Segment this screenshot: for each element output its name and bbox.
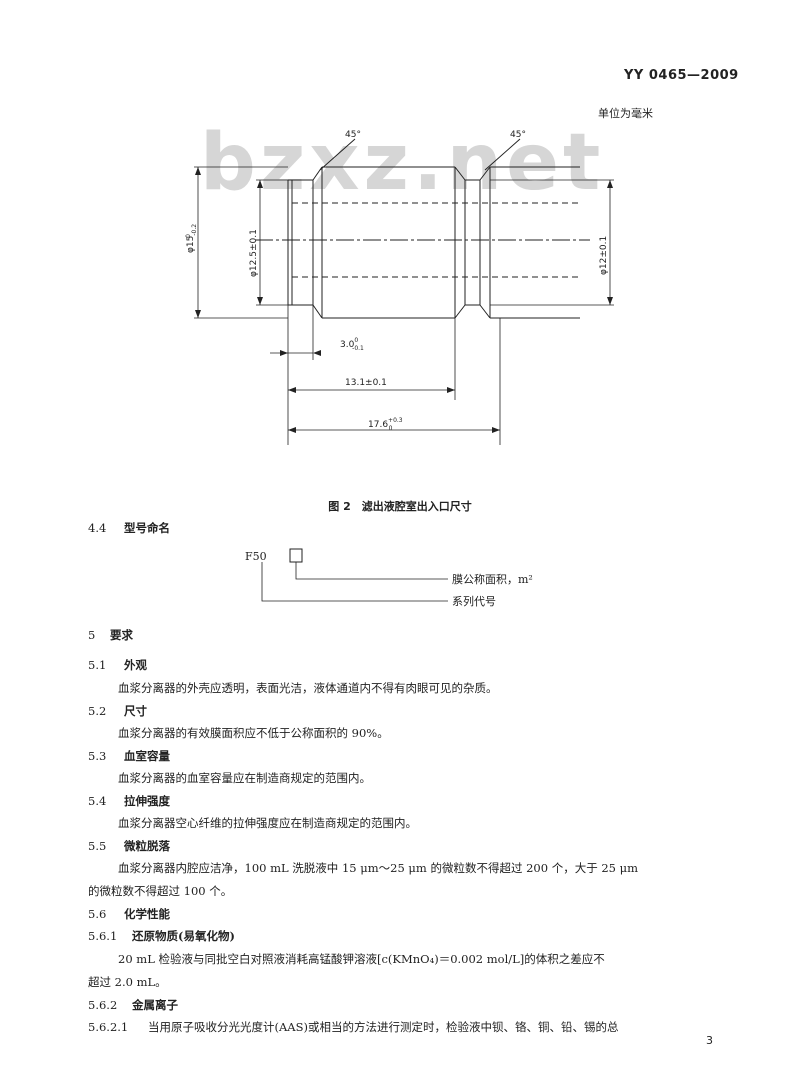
part-outline	[255, 138, 590, 319]
model-naming-diagram: F50 膜公称面积，m² 系列代号	[245, 548, 533, 608]
heading-5-6-1: 5.6.1 还原物质(易氧化物)	[88, 929, 235, 943]
para-5-6-2-1: 5.6.2.1 当用原子吸收分光光度计(AAS)或相当的方法进行测定时，检验液中钡…	[88, 1020, 618, 1034]
angle-left-label: 45°	[345, 130, 361, 140]
para-5-3: 血浆分离器的血室容量应在制造商规定的范围内。	[118, 771, 371, 785]
section-title: 尺寸	[124, 704, 147, 718]
section-number: 5.5	[88, 839, 107, 853]
para-5-5-line2: 的微粒数不得超过 100 个。	[88, 884, 233, 898]
heading-5-6: 5.6 化学性能	[88, 907, 170, 921]
angle-right-label: 45°	[510, 130, 526, 140]
section-title: 血室容量	[124, 749, 170, 763]
heading-5: 5 要求	[88, 628, 133, 642]
para-5-6-1-line2: 超过 2.0 mL。	[88, 975, 167, 989]
heading-5-2: 5.2 尺寸	[88, 704, 147, 718]
dim-phi12-5-label: φ12.5±0.1	[249, 229, 259, 277]
heading-4-4: 4.4 型号命名	[88, 521, 170, 535]
para-5-5-line1: 血浆分离器内腔应洁净，100 mL 洗脱液中 15 μm～25 μm 的微粒数不…	[118, 861, 639, 875]
heading-5-1: 5.1 外观	[88, 658, 147, 672]
heading-5-4: 5.4 拉伸强度	[88, 794, 170, 808]
section-title: 要求	[110, 628, 133, 642]
section-number: 5.3	[88, 749, 107, 763]
section-title: 外观	[124, 658, 147, 672]
standard-number: YY 0465—2009	[624, 68, 739, 83]
dim-phi15-label: φ15-0.20	[185, 224, 198, 253]
section-number: 5.6.2	[88, 998, 118, 1012]
section-title: 金属离子	[132, 998, 178, 1012]
dim-phi12-label: φ12±0.1	[599, 236, 609, 275]
dimension-arrows	[195, 167, 613, 433]
section-title: 化学性能	[124, 907, 170, 921]
figure-caption: 图 2 滤出液腔室出入口尺寸	[328, 500, 472, 513]
model-label-area: 膜公称面积，m²	[452, 572, 533, 586]
para-5-6-1-line1: 20 mL 检验液与同批空白对照液消耗高锰酸钾溶液[c(KMnO₄)＝0.002…	[118, 952, 605, 966]
section-number: 4.4	[88, 521, 107, 535]
watermark: bzxz.net	[200, 118, 605, 208]
unit-note: 单位为毫米	[598, 107, 653, 120]
figure-drawing: 45° 45° φ15-0.20 φ12.5±0.1 φ12±0.1 3.00-…	[185, 130, 614, 445]
section-number: 5	[88, 628, 96, 642]
section-number: 5.4	[88, 794, 107, 808]
heading-5-3: 5.3 血室容量	[88, 749, 170, 763]
para-5-2: 血浆分离器的有效膜面积应不低于公称面积的 90%。	[118, 726, 389, 740]
model-code: F50	[245, 550, 267, 563]
section-number: 5.2	[88, 704, 107, 718]
heading-5-6-2: 5.6.2 金属离子	[88, 998, 178, 1012]
section-text: 当用原子吸收分光光度计(AAS)或相当的方法进行测定时，检验液中钡、铬、铜、铅、…	[148, 1020, 619, 1034]
section-number: 5.1	[88, 658, 107, 672]
dimension-lines	[194, 166, 614, 445]
section-title: 型号命名	[124, 521, 170, 535]
page-number: 3	[706, 1034, 713, 1047]
section-number: 5.6.1	[88, 929, 118, 943]
section-number: 5.6	[88, 907, 107, 921]
section-title: 微粒脱落	[124, 839, 170, 853]
section-number: 5.6.2.1	[88, 1020, 129, 1034]
section-title: 拉伸强度	[124, 794, 170, 808]
para-5-4: 血浆分离器空心纤维的拉伸强度应在制造商规定的范围内。	[118, 816, 417, 830]
dim-3-0-label: 3.00-0.1	[340, 337, 364, 352]
para-5-1: 血浆分离器的外壳应透明，表面光洁，液体通道内不得有肉眼可见的杂质。	[118, 681, 498, 695]
dim-13-1-label: 13.1±0.1	[345, 378, 387, 388]
model-area-box	[289, 548, 303, 563]
section-title: 还原物质(易氧化物)	[132, 929, 235, 943]
heading-5-5: 5.5 微粒脱落	[88, 839, 170, 853]
model-label-series: 系列代号	[452, 594, 496, 608]
